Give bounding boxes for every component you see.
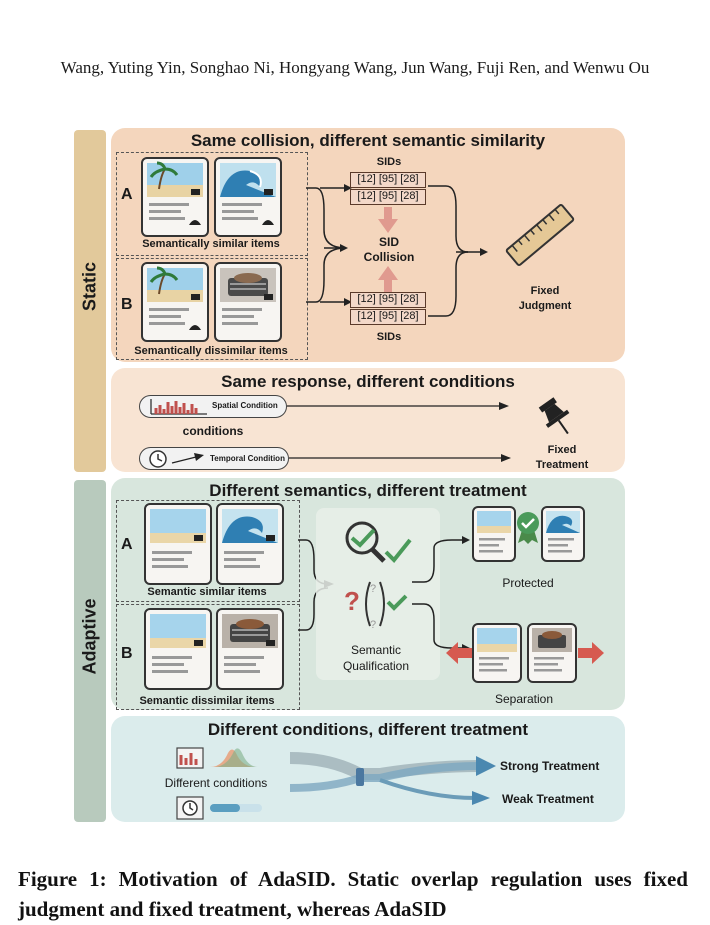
ruler-icon	[505, 204, 575, 266]
separation-card-beach	[472, 623, 522, 683]
sid-row-2: [12] [95] [28]	[350, 189, 426, 205]
strong-treatment-label: Strong Treatment	[500, 759, 600, 773]
label-a: A	[121, 186, 133, 203]
group-semantic-dissimilar	[116, 604, 300, 710]
wave-image-icon	[222, 509, 278, 568]
sids-bottom-label: SIDs	[376, 331, 402, 343]
panel-semantics-title: Different semantics, different treatment	[209, 481, 527, 500]
beach-image-icon	[150, 509, 206, 568]
item-card-wave-adaptive	[216, 503, 284, 585]
beach-image-icon	[477, 628, 517, 672]
grill-image-icon	[220, 268, 276, 325]
arrow-left-red-icon	[446, 642, 472, 664]
fixed-judgment-label: Fixed Judgment	[518, 285, 572, 312]
semantic-qualification-label: Semantic Qualification	[342, 643, 410, 673]
item-card-beach	[141, 157, 209, 237]
arrow-up-icon	[378, 266, 398, 292]
svg-text:?: ?	[370, 619, 376, 631]
different-conditions-label: Different conditions	[164, 776, 268, 790]
beach-image-icon	[150, 614, 206, 673]
item-card-beach-b	[141, 262, 209, 342]
label-a-adaptive: A	[121, 536, 133, 553]
award-badge-icon	[517, 512, 539, 544]
timer-icon	[176, 796, 262, 820]
panel-treatment-title: Different conditions, different treatmen…	[207, 720, 529, 739]
sids-top-label: SIDs	[376, 156, 402, 168]
sid-collision-label: SID Collision	[363, 235, 415, 264]
panel-conditions-title: Same response, different conditions	[221, 372, 515, 391]
weak-treatment-label: Weak Treatment	[502, 792, 594, 806]
panel-collision-title: Same collision, different semantic simil…	[190, 131, 546, 150]
protected-label: Protected	[502, 576, 554, 590]
sid-row-3: [12] [95] [28]	[350, 292, 426, 308]
beach-image-icon	[477, 511, 511, 553]
beach-image-icon	[147, 161, 203, 225]
figure-caption: Figure 1: Motivation of AdaSID. Static o…	[18, 867, 688, 921]
group-similar-items	[116, 152, 308, 256]
temporal-arrow	[289, 454, 511, 462]
group-dissimilar-items	[116, 258, 308, 360]
spatial-arrow	[287, 402, 509, 410]
item-card-beach-adaptive	[144, 503, 212, 585]
temporal-condition-pill: Temporal Condition	[139, 447, 289, 470]
wave-image-icon	[546, 511, 580, 553]
item-card-grill-adaptive	[216, 608, 284, 690]
spatial-condition-pill: Spatial Condition	[139, 395, 287, 418]
sid-row-4: [12] [95] [28]	[350, 309, 426, 325]
dissimilar-items-label: Semantically dissimilar items	[134, 345, 288, 357]
static-side-label: Static	[79, 261, 100, 312]
group-semantic-similar	[116, 500, 300, 602]
arrow-down-icon	[378, 207, 398, 233]
pushpin-icon	[538, 397, 570, 435]
svg-text:?: ?	[344, 586, 360, 616]
right-merge-arrows	[428, 185, 488, 317]
svg-text:?: ?	[370, 583, 376, 595]
item-card-grill	[214, 262, 282, 342]
protected-card-beach	[472, 506, 516, 562]
item-card-wave	[214, 157, 282, 237]
static-side-bar	[74, 130, 106, 472]
flow-streams	[289, 752, 496, 805]
magnifier-check-icon	[345, 521, 412, 563]
label-b-adaptive: B	[121, 645, 133, 662]
beach-image-icon	[147, 266, 203, 330]
distribution-icon	[176, 747, 258, 769]
semantic-similar-label: Semantic similar items	[147, 586, 267, 598]
grill-image-icon	[222, 614, 278, 673]
protected-card-wave	[541, 506, 585, 562]
separation-card-grill	[527, 623, 577, 683]
arrow-right-red-icon	[578, 642, 604, 664]
question-check-icon: ? ? ?	[344, 581, 408, 631]
merge-arrows	[306, 184, 352, 306]
histogram-icon	[150, 399, 207, 415]
adaptive-side-label: Adaptive	[79, 598, 100, 675]
temporal-condition-label: Temporal Condition	[210, 454, 285, 463]
semantic-dissimilar-label: Semantic dissimilar items	[139, 695, 275, 707]
adaptive-side-bar	[74, 480, 106, 822]
clock-icon	[149, 450, 204, 468]
author-line: Wang, Yuting Yin, Songhao Ni, Hongyang W…	[60, 58, 650, 77]
sid-row-1: [12] [95] [28]	[350, 172, 426, 188]
similar-items-label: Semantically similar items	[142, 238, 280, 250]
item-card-beach-adaptive-b	[144, 608, 212, 690]
spatial-condition-label: Spatial Condition	[212, 401, 278, 410]
separation-label: Separation	[494, 692, 554, 706]
fixed-treatment-label: Fixed Treatment	[535, 444, 589, 471]
conditions-label: conditions	[182, 424, 244, 438]
grill-image-icon	[532, 628, 572, 672]
wave-image-icon	[220, 163, 276, 225]
label-b: B	[121, 296, 133, 313]
